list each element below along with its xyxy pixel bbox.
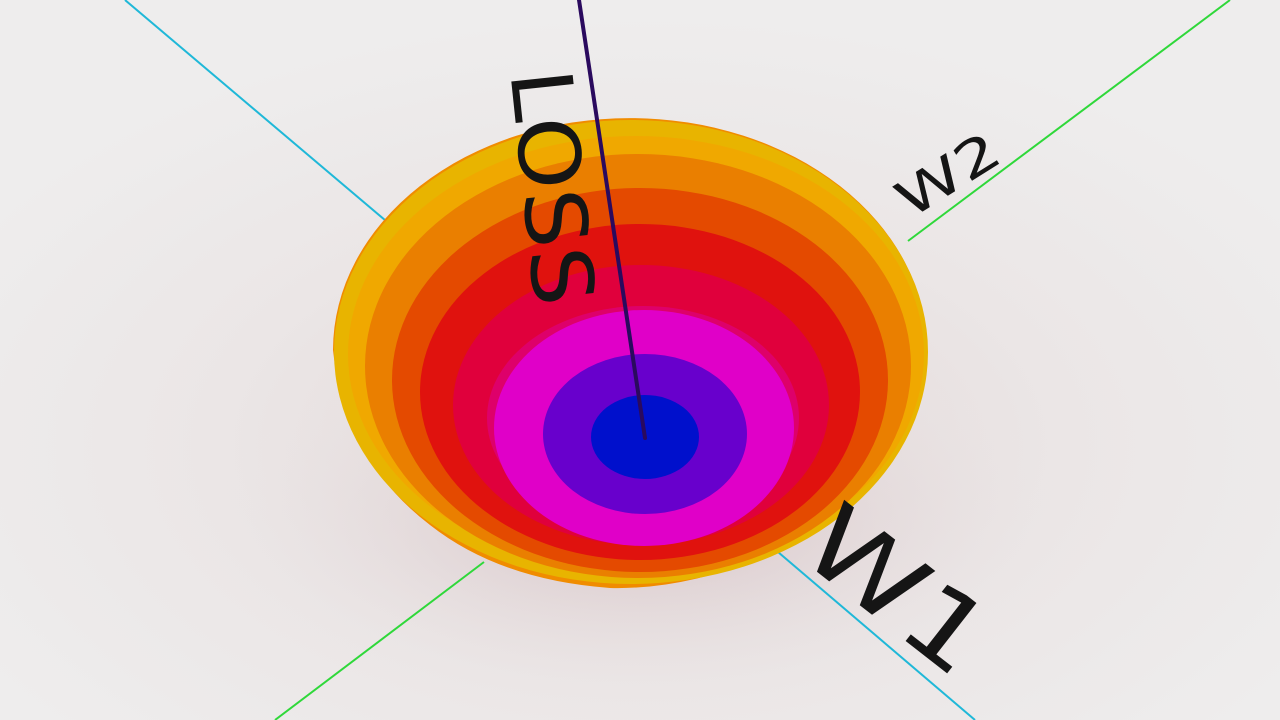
loss-axis-label: LOSS xyxy=(490,64,613,310)
w2-axis-front xyxy=(274,561,485,720)
w2-axis-back xyxy=(907,0,1231,242)
loss-bowl xyxy=(333,118,928,589)
w1-axis-back xyxy=(124,0,393,227)
loss-axis xyxy=(577,0,647,440)
w1-axis-front xyxy=(777,551,976,720)
